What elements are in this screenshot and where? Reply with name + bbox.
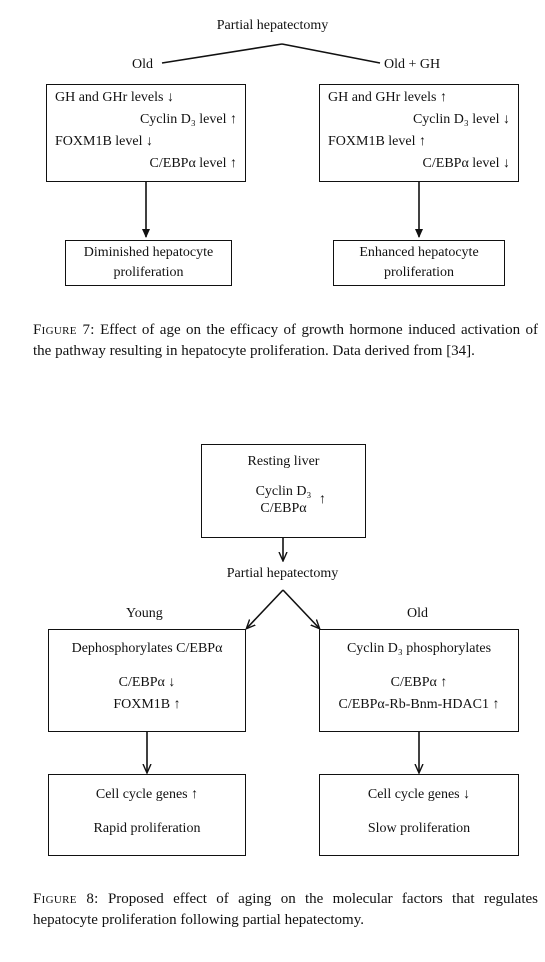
fig8-slow-line2: Slow proliferation (367, 821, 471, 836)
fig8-resting-cebpa: C/EBPα (260, 501, 307, 516)
fig8-old-line3: C/EBPα-Rb-Bnm-HDAC1 ↑ (338, 697, 500, 712)
fig7-enhanced-line1: Enhanced hepatocyte (359, 245, 479, 260)
fig8-rapid-box: Cell cycle genes ↑ Rapid proliferation (48, 774, 246, 856)
fig7-diminished-line2: proliferation (113, 265, 184, 280)
fig7-top-label: Partial hepatectomy (216, 18, 329, 33)
fig8-old-box: Cyclin D₃ phosphorylates C/EBPα ↑ C/EBPα… (319, 629, 519, 732)
fig7-old-foxm1b-line: FOXM1B level ↓ (55, 134, 153, 149)
fig7-left-branch-label: Old (132, 57, 153, 72)
fig7-old-box: GH and GHr levels ↓ Cyclin D₃ level ↑ FO… (46, 84, 246, 182)
fig7-old-gh-line: GH and GHr levels ↓ (55, 90, 174, 105)
fig7-old-cyclin-line: Cyclin D₃ level ↑ (139, 112, 237, 127)
fig7-diminished-box: Diminished hepatocyte proliferation (65, 240, 232, 286)
fig8-caption: Figure 8: Proposed effect of aging on th… (33, 889, 538, 931)
fig7-oldgh-cyclin-line: Cyclin D₃ level ↓ (412, 112, 510, 127)
fig8-resting-up-arrow: ↑ (319, 492, 326, 507)
fig7-branch-left-line (161, 43, 283, 64)
fig7-caption-label: Figure 7: (33, 322, 95, 338)
fig8-branch-left-arrow (247, 589, 284, 628)
fig7-caption: Figure 7: Effect of age on the efficacy … (33, 320, 538, 362)
fig8-mid-label: Partial hepatectomy (226, 566, 339, 581)
fig8-young-line3: FOXM1B ↑ (113, 697, 181, 712)
fig7-enhanced-line2: proliferation (384, 265, 454, 280)
fig8-young-line1: Dephosphorylates C/EBPα (71, 641, 223, 656)
fig8-resting-title: Resting liver (247, 454, 320, 469)
fig7-branch-right-line (281, 43, 381, 64)
fig8-slow-line1: Cell cycle genes ↓ (367, 787, 471, 802)
fig7-caption-text: Effect of age on the efficacy of growth … (33, 322, 538, 359)
fig7-oldgh-cebpa-line: C/EBPα level ↓ (422, 156, 510, 171)
fig8-old-line2: C/EBPα ↑ (390, 675, 448, 690)
fig8-rapid-line2: Rapid proliferation (93, 821, 201, 836)
fig8-old-line1: Cyclin D₃ phosphorylates (346, 641, 492, 656)
fig8-resting-cyclin: Cyclin D₃ (255, 484, 312, 499)
fig8-rapid-line1: Cell cycle genes ↑ (95, 787, 199, 802)
fig7-oldgh-foxm1b-line: FOXM1B level ↑ (328, 134, 426, 149)
fig7-right-branch-label: Old + GH (384, 57, 441, 72)
fig8-branch-right-arrow (282, 589, 319, 628)
fig7-old-cebpa-line: C/EBPα level ↑ (149, 156, 237, 171)
fig7-diminished-line1: Diminished hepatocyte (83, 245, 214, 260)
fig7-oldgh-box: GH and GHr levels ↑ Cyclin D₃ level ↓ FO… (319, 84, 519, 182)
fig8-young-line2: C/EBPα ↓ (118, 675, 176, 690)
fig8-caption-text: Proposed effect of aging on the molecula… (33, 891, 538, 928)
fig8-resting-box: Resting liver Cyclin D₃ C/EBPα ↑ (201, 444, 366, 538)
fig8-old-label: Old (407, 606, 428, 621)
fig7-oldgh-gh-line: GH and GHr levels ↑ (328, 90, 447, 105)
fig8-young-box: Dephosphorylates C/EBPα C/EBPα ↓ FOXM1B … (48, 629, 246, 732)
fig7-enhanced-box: Enhanced hepatocyte proliferation (333, 240, 505, 286)
fig8-caption-label: Figure 8: (33, 891, 99, 907)
fig8-slow-box: Cell cycle genes ↓ Slow proliferation (319, 774, 519, 856)
fig8-young-label: Young (126, 606, 163, 621)
